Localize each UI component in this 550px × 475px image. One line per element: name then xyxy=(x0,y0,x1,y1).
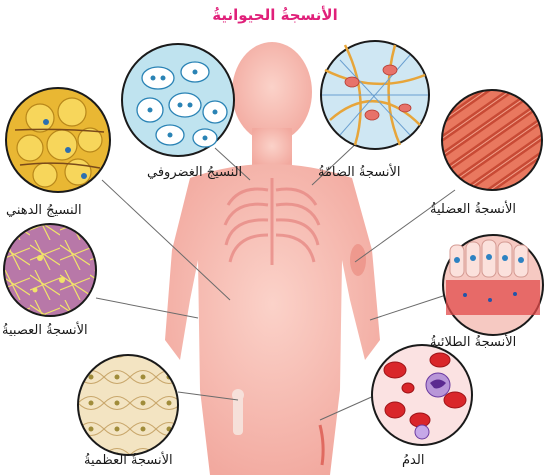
connective-tissue-image xyxy=(321,41,429,149)
blood-tissue-image xyxy=(372,345,472,445)
label-nervous: الأنسجةُ العصبيةُ xyxy=(2,323,88,338)
bone-tissue-image xyxy=(78,355,178,455)
label-muscle: الأنسجةُ العضليةُ xyxy=(430,202,516,217)
epithelial-tissue-image xyxy=(443,235,543,335)
label-adipose: النسيجُ الدهني xyxy=(6,203,82,218)
nervous-tissue-image xyxy=(4,224,96,316)
label-bone: الأنسجةُ العظميةُ xyxy=(84,453,173,468)
cartilage-tissue-image xyxy=(122,44,234,156)
adipose-tissue-image xyxy=(6,88,110,192)
label-connective: الأنسجةُ الضامّةُ xyxy=(318,165,400,180)
label-blood: الدمُ xyxy=(402,453,424,468)
muscle-tissue-image xyxy=(442,90,542,190)
label-cartilage: النسيجُ الغضروفي xyxy=(147,165,242,180)
label-epithelial: الأنسجةُ الطلائيةُ xyxy=(430,335,516,350)
femur-bone xyxy=(232,389,244,435)
